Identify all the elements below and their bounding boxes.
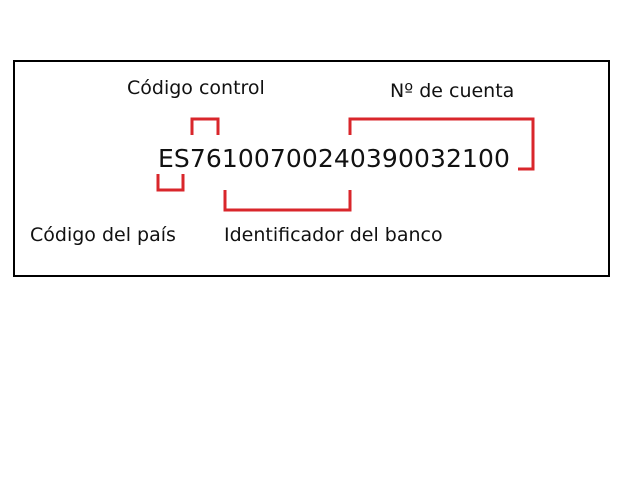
control-code-label: Código control	[127, 77, 265, 99]
iban-number: ES76100700240390032100	[158, 144, 510, 173]
diagram-frame	[13, 60, 610, 277]
country-code-label: Código del país	[30, 224, 176, 246]
bank-identifier-label: Identificador del banco	[224, 224, 443, 246]
account-number-label: Nº de cuenta	[390, 80, 515, 102]
